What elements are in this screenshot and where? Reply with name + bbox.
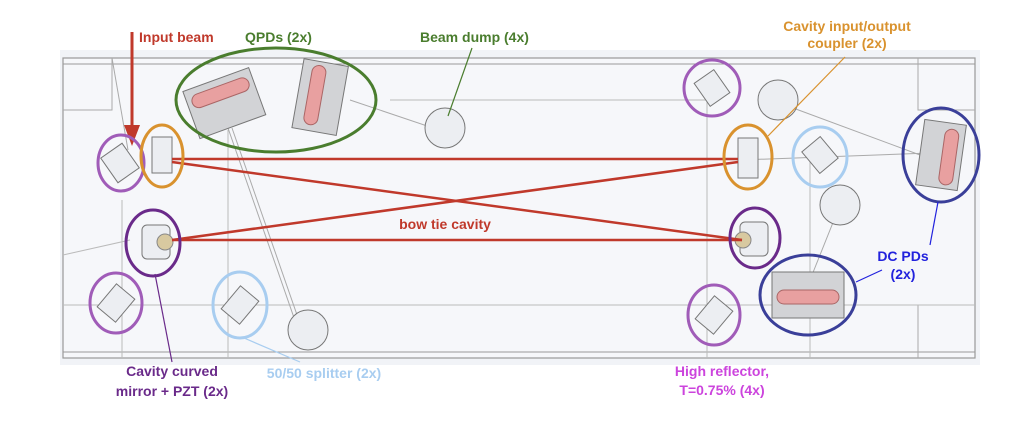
bow-tie-label: bow tie cavity <box>399 216 491 232</box>
splitter-ellipse-1 <box>211 270 269 340</box>
hr-label-line1: High reflector, <box>675 363 769 379</box>
beam-dump-label: Beam dump (4x) <box>420 29 529 45</box>
input-beam-arrow <box>124 32 140 146</box>
splitter-label: 50/50 splitter (2x) <box>267 365 381 381</box>
hr-ellipse-4 <box>686 283 742 347</box>
hr-ellipse-1 <box>96 133 146 193</box>
coupler-ellipse-1 <box>139 123 185 189</box>
bow-tie-cavity-beams <box>171 157 743 242</box>
dc-pd-ellipse-2 <box>758 253 858 337</box>
optical-components <box>96 58 967 351</box>
highlight-ellipses <box>88 46 981 347</box>
hr-ellipse-2 <box>88 271 144 335</box>
input-beam-label: Input beam <box>139 29 214 45</box>
splitter-ellipse-2 <box>791 125 849 189</box>
leader-lines <box>154 47 939 363</box>
beam-cross-2 <box>171 160 739 242</box>
hr-label-line2: T=0.75% (4x) <box>679 382 764 398</box>
dc-pd-ellipse-1 <box>901 106 981 204</box>
hr-ellipse-3 <box>682 58 742 118</box>
coupler-label-line1: Cavity input/output <box>783 18 911 34</box>
curved-mirror-ellipse-2 <box>728 206 782 270</box>
curved-mirror-label-line2: mirror + PZT (2x) <box>116 383 228 399</box>
coupler-ellipse-2 <box>722 123 774 191</box>
qpd-ellipse <box>174 46 378 154</box>
dc-pds-label-line1: DC PDs <box>877 248 929 264</box>
curved-mirror-ellipse-1 <box>124 208 182 278</box>
curved-mirror-label-line1: Cavity curved <box>126 363 218 379</box>
qpds-label: QPDs (2x) <box>245 29 312 45</box>
coupler-label-line2: coupler (2x) <box>807 35 886 51</box>
dc-pds-label-line2: (2x) <box>891 266 916 282</box>
